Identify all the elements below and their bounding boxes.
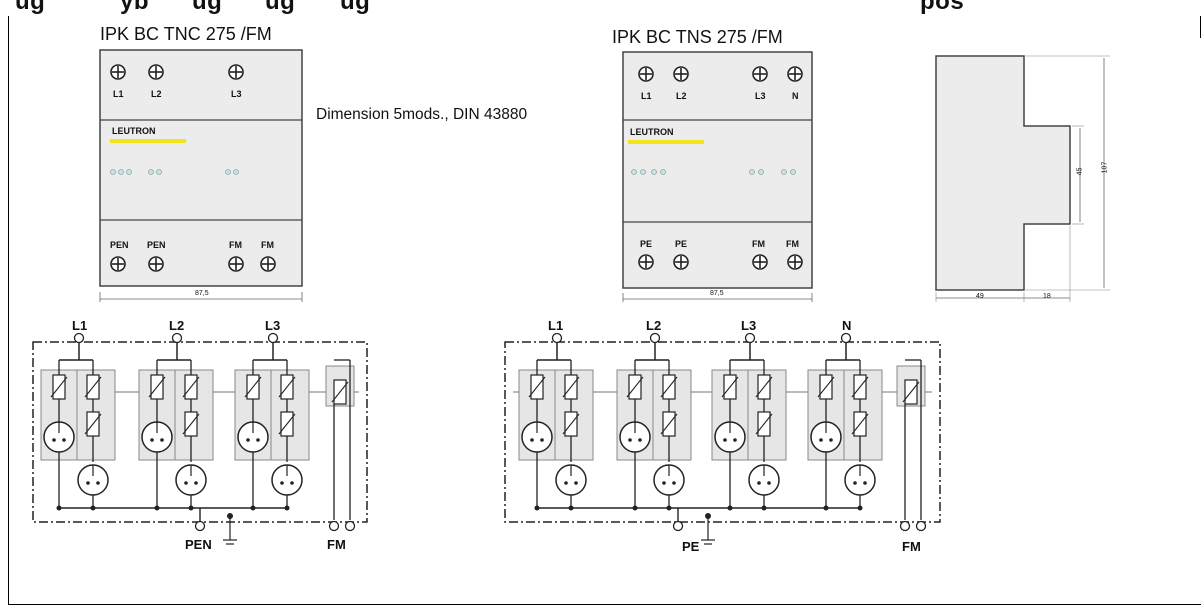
schematic-terminal-label: FM	[902, 539, 921, 554]
schematic-terminal-label: L3	[265, 318, 281, 333]
content-frame	[8, 16, 1201, 605]
cropped-header: ug yb ug ug ug pos	[0, 0, 1204, 22]
terminal-label: PEN	[110, 240, 129, 250]
schematic-terminal-label: L2	[646, 318, 662, 333]
brand-logo: LEUTRON	[630, 127, 674, 137]
header-fragment: ug	[15, 0, 46, 15]
product-title-tnc: IPK BC TNC 275 /FM	[100, 24, 272, 44]
width-dimension: 87,5	[710, 290, 724, 297]
schematic-terminal-label: L3	[741, 318, 757, 333]
terminal-label: L1	[113, 89, 124, 99]
module-front-tns	[622, 51, 813, 302]
header-fragment: ug	[192, 0, 223, 15]
terminal-label: N	[792, 91, 799, 101]
header-fragment: pos	[920, 0, 965, 15]
terminal-label: L2	[151, 89, 162, 99]
schematic-terminal-label: PEN	[185, 537, 212, 552]
logo-underline	[110, 139, 186, 143]
height-inner-dimension: 45	[1076, 167, 1084, 176]
schematic-terminal-label: FM	[327, 537, 346, 552]
schematic-terminal-label: L1	[72, 318, 88, 333]
module-side-view	[935, 55, 1110, 302]
terminal-label: PE	[640, 239, 653, 249]
height-total-dimension: 107	[1101, 161, 1109, 174]
terminal-label: FM	[261, 240, 274, 250]
header-fragment: yb	[120, 0, 150, 15]
terminal-label: FM	[229, 240, 242, 250]
brand-logo: LEUTRON	[112, 126, 156, 136]
module-front-tnc	[99, 49, 303, 302]
schematic-terminal-label: PE	[682, 539, 700, 554]
schematic-terminal-label: L1	[548, 318, 564, 333]
terminal-label: L1	[641, 91, 652, 101]
terminal-label: PEN	[147, 240, 166, 250]
terminal-label: FM	[752, 239, 765, 249]
header-fragment: ug	[265, 0, 296, 15]
logo-underline	[628, 140, 704, 144]
terminal-label: L3	[755, 91, 766, 101]
dimension-note: Dimension 5mods., DIN 43880	[316, 106, 528, 123]
width-dimension: 87,5	[195, 290, 209, 297]
product-title-tns: IPK BC TNS 275 /FM	[612, 27, 783, 47]
schematic-terminal-label: N	[842, 318, 852, 333]
terminal-label: L2	[676, 91, 687, 101]
terminal-label: PE	[675, 239, 688, 249]
terminal-label: L3	[231, 89, 242, 99]
step-dimension: 18	[1043, 293, 1051, 300]
schematic-terminal-label: L2	[169, 318, 185, 333]
schematic-tnc	[32, 332, 368, 545]
depth-dimension: 49	[976, 293, 984, 300]
header-fragment: ug	[340, 0, 371, 15]
schematic-tns	[504, 332, 941, 545]
terminal-label: FM	[786, 239, 799, 249]
